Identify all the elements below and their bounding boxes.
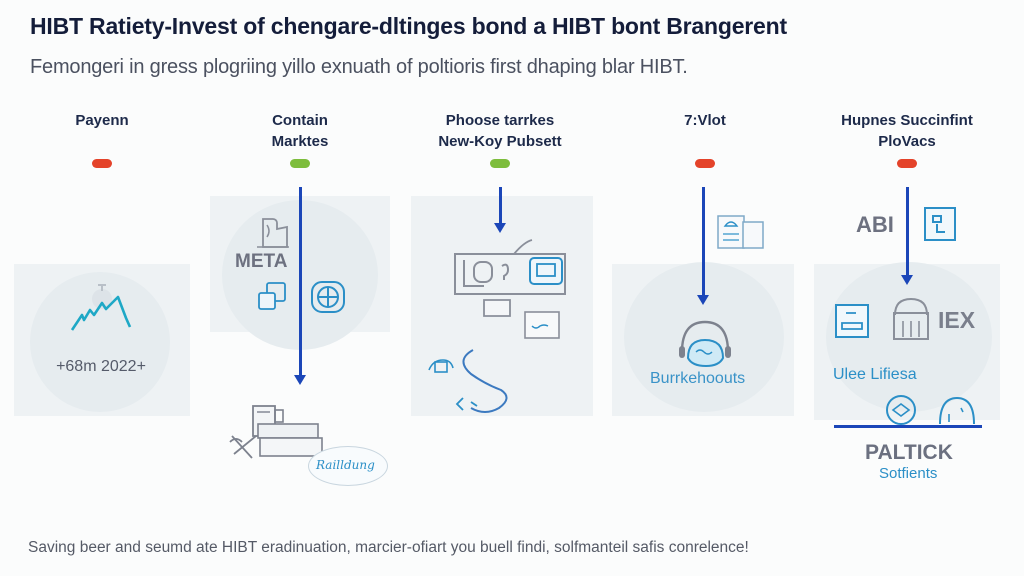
blue-square-icon — [924, 207, 956, 241]
crosshair-circle-icon — [311, 281, 345, 313]
column-heading-4-line1: 7:Vlot — [684, 112, 726, 129]
dome-icon — [939, 396, 975, 425]
meta-label: META — [235, 251, 288, 272]
id-card-icon — [717, 215, 764, 249]
cloud-badge — [308, 446, 388, 486]
baseline-divider — [834, 425, 982, 428]
column-heading-5-line1: Hupnes Succinfint — [841, 112, 973, 129]
paltick-sub-label: Sotfients — [879, 465, 938, 482]
panel-1-label: +68m 2022+ — [56, 358, 146, 375]
flow-arrow-5 — [901, 187, 913, 285]
status-pill-red-5 — [897, 159, 917, 168]
mountain-chart-icon — [70, 284, 132, 331]
headphones-brain-icon — [679, 320, 731, 368]
column-heading-5-line2: PloVacs — [878, 133, 936, 150]
column-heading-5: Hupnes Succinfint PloVacs — [807, 110, 1007, 152]
computer-network-icon — [454, 239, 566, 339]
column-heading-2-line1: Contain — [272, 112, 328, 129]
status-pill-red-1 — [92, 159, 112, 168]
status-pill-red-4 — [695, 159, 715, 168]
column-heading-3: Phoose tarrkes New-Koy Pubsett — [400, 110, 600, 152]
column-heading-2-line2: Marktes — [271, 133, 329, 150]
cloud-label: Railldung — [316, 458, 375, 472]
panel-4-label: Burrkehoouts — [650, 370, 746, 387]
flow-arrow-3 — [494, 187, 506, 233]
status-pill-green-2 — [290, 159, 310, 168]
column-heading-2: Contain Marktes — [200, 110, 400, 152]
page-subtitle: Femongeri in gress plogriing yillo exnua… — [30, 56, 688, 78]
flow-arrow-4 — [697, 187, 709, 305]
panel-5-blue-label: Ulee Lifiesa — [833, 366, 917, 383]
iex-label: IEX — [938, 307, 976, 333]
column-heading-1: Payenn — [2, 110, 202, 131]
column-heading-1-line1: Payenn — [75, 112, 129, 129]
page-title: HIBT Ratiety-Invest of chengare-dltinges… — [30, 13, 787, 39]
building-machine-icon — [229, 405, 323, 459]
column-heading-3-line2: New-Koy Pubsett — [438, 133, 562, 150]
document-icon — [257, 218, 289, 248]
bank-building-icon — [893, 297, 929, 340]
overlapping-squares-icon — [258, 282, 286, 310]
abi-label: ABI — [856, 212, 894, 237]
swirl-connection-icon — [428, 349, 508, 413]
footer-text: Saving beer and seumd ate HIBT eradinuat… — [28, 539, 749, 556]
blue-badge-icon — [835, 304, 869, 338]
column-heading-4: 7:Vlot — [605, 110, 805, 131]
status-pill-green-3 — [490, 159, 510, 168]
column-heading-3-line1: Phoose tarrkes — [445, 112, 555, 129]
flow-arrow-2 — [294, 187, 306, 385]
paltick-label: PALTICK — [865, 441, 953, 464]
diamond-circle-icon — [886, 395, 916, 425]
